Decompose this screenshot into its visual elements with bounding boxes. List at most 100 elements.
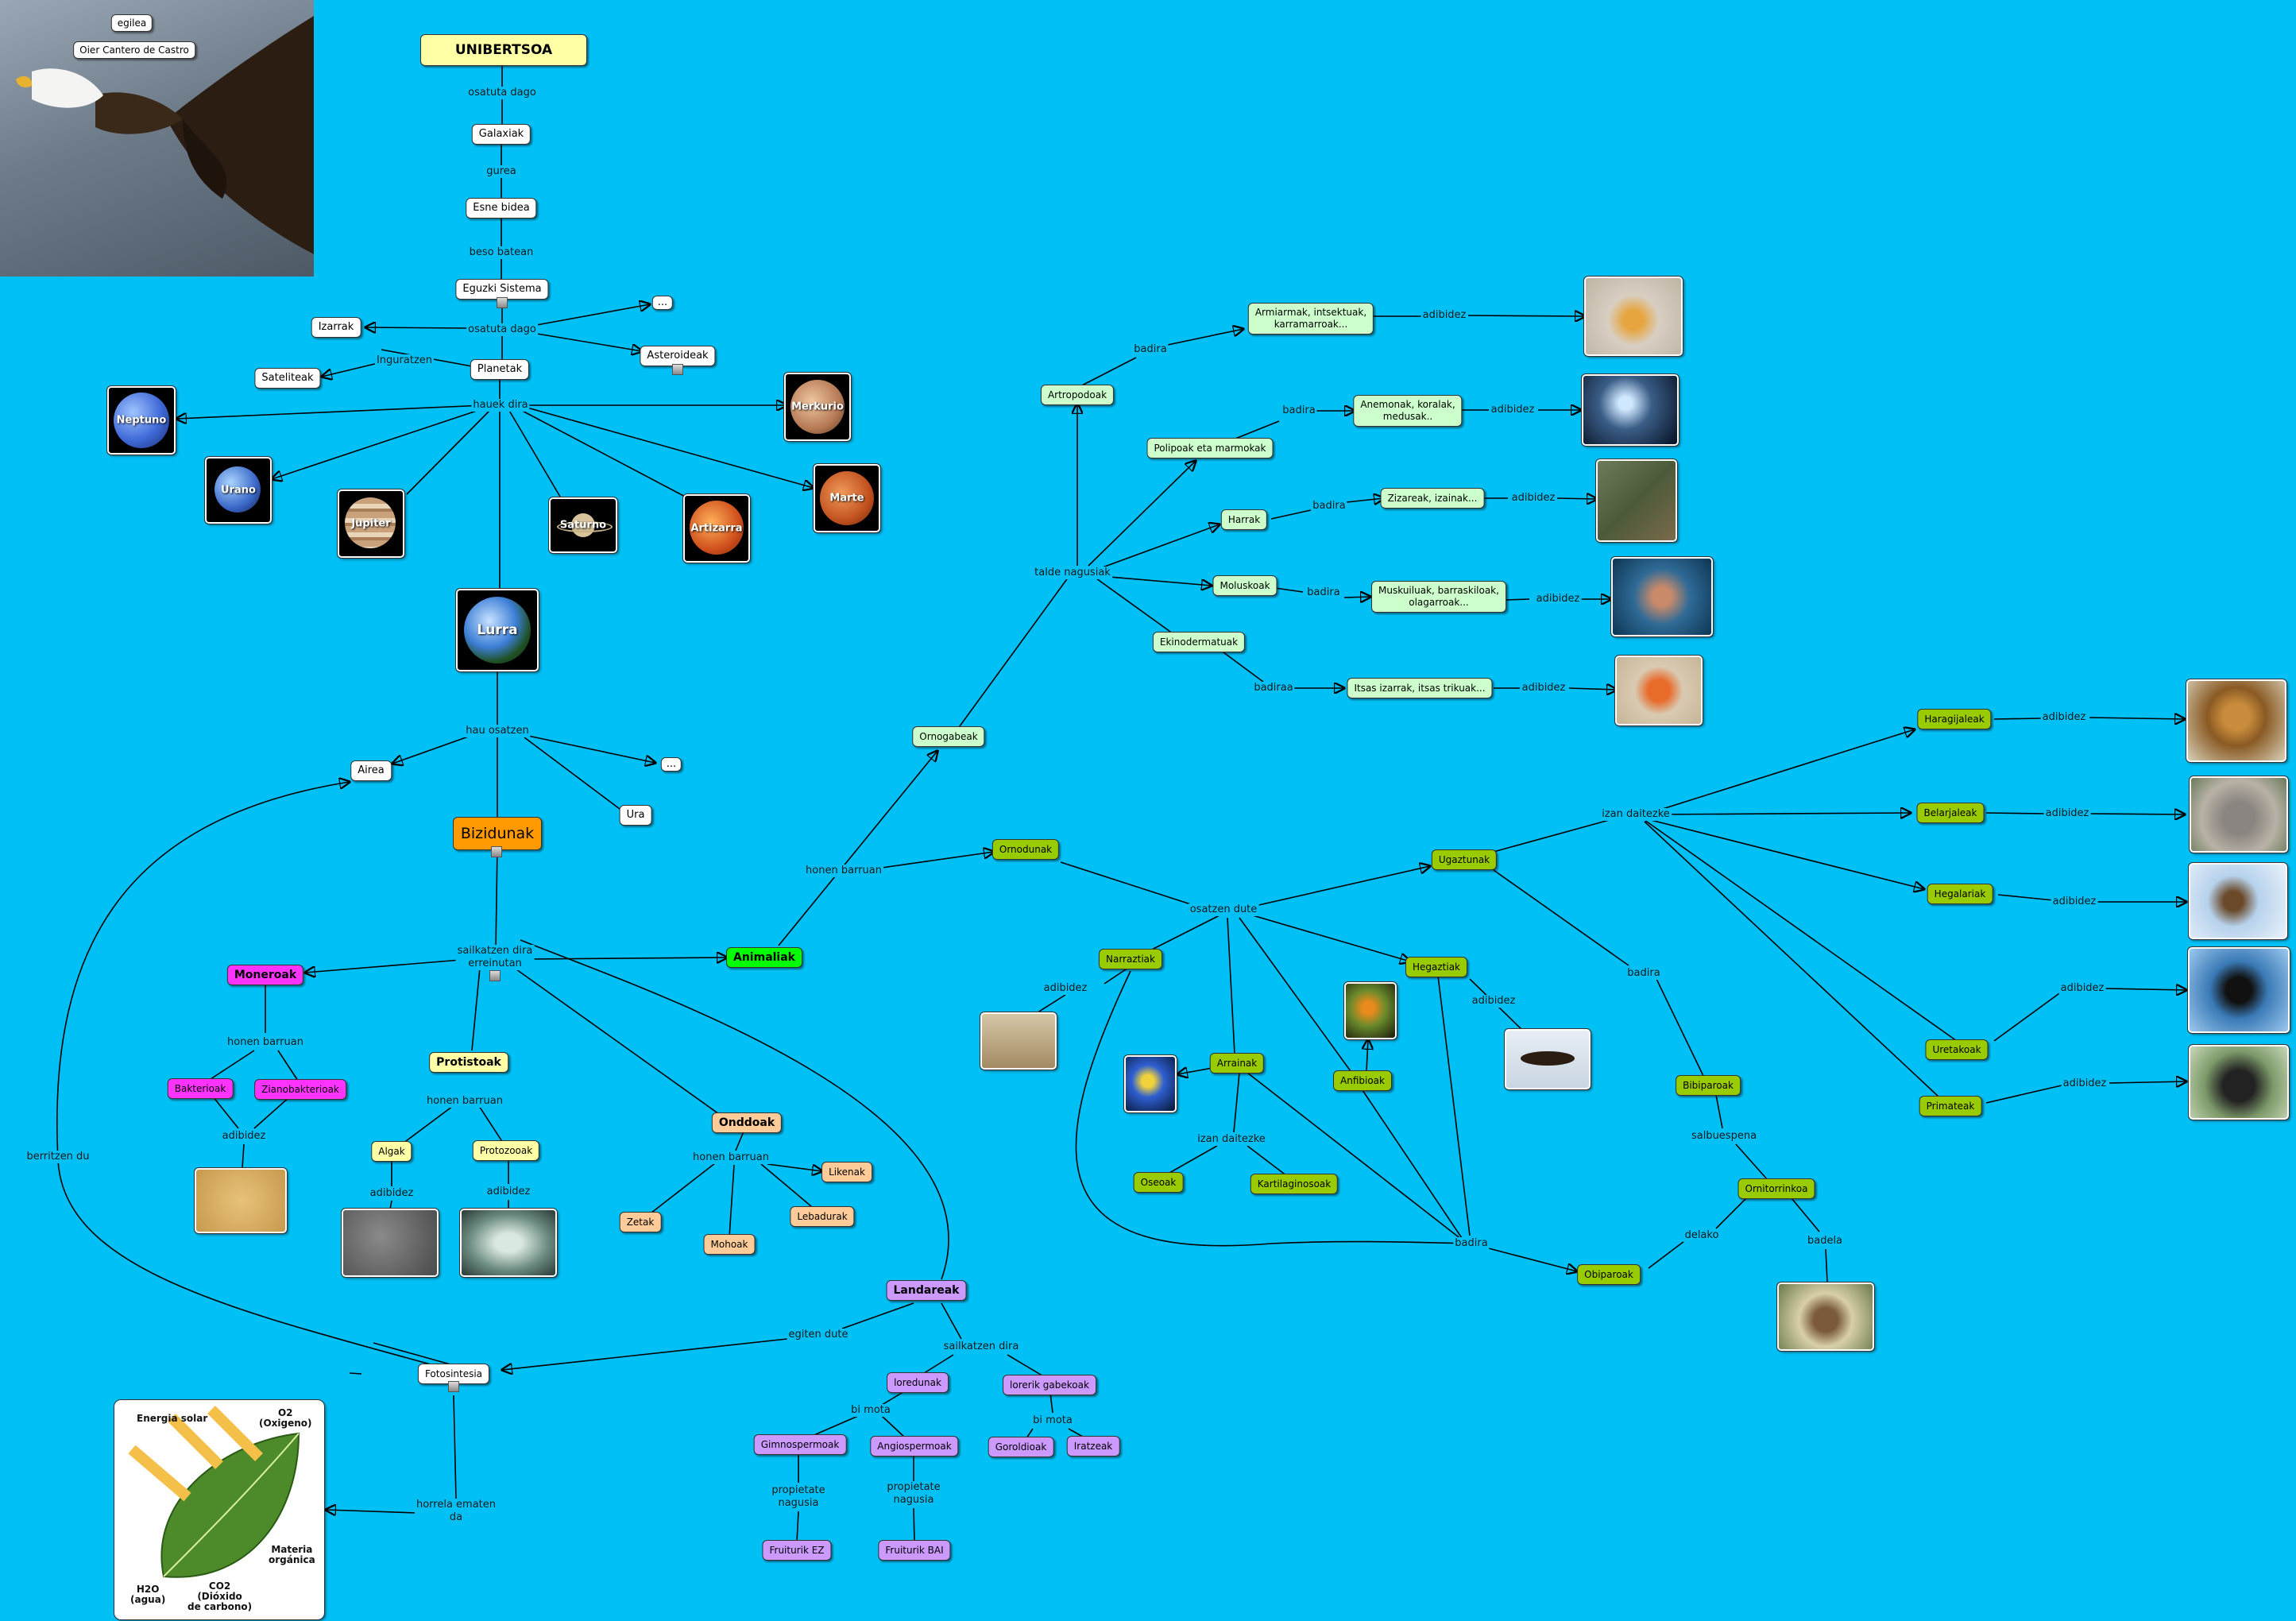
ekinodermatuak-node[interactable]: Ekinodermatuak (1152, 632, 1246, 652)
protozoa-photo[interactable] (459, 1208, 558, 1278)
esne-bidea-node[interactable]: Esne bidea (466, 198, 537, 219)
gimnospermoak-node[interactable]: Gimnospermoak (753, 1434, 847, 1455)
resource-icon[interactable] (672, 364, 683, 375)
lurra-picture[interactable]: Lurra (455, 588, 539, 672)
hegalariak-node[interactable]: Hegalariak (1927, 884, 1993, 904)
ugaztunak-node[interactable]: Ugaztunak (1431, 849, 1498, 870)
iratzeak-node[interactable]: Iratzeak (1066, 1436, 1120, 1457)
frog-photo[interactable] (1343, 981, 1397, 1040)
primateak-node[interactable]: Primateak (1919, 1096, 1982, 1116)
likenak-node[interactable]: Likenak (821, 1162, 872, 1182)
itsas-izarrak-node[interactable]: Itsas izarrak, itsas trikuak... (1347, 678, 1493, 698)
map-title-node[interactable]: UNIBERTSOA (420, 34, 587, 66)
connector-line (272, 407, 487, 479)
harrak-node[interactable]: Harrak (1220, 509, 1268, 530)
link-label: adibidez (368, 1187, 416, 1200)
ornitorrinkoa-node[interactable]: Ornitorrinkoa (1737, 1178, 1815, 1199)
urano-picture[interactable]: Urano (204, 456, 273, 524)
connector-line (1652, 729, 1915, 813)
bat-photo[interactable] (2188, 862, 2288, 940)
goroldioak-node[interactable]: Goroldioak (988, 1437, 1054, 1457)
polipoak-node[interactable]: Polipoak eta marmokak (1146, 438, 1274, 458)
izarrak-node[interactable]: Izarrak (311, 317, 361, 338)
platypus-photo[interactable] (1776, 1282, 1875, 1352)
resource-icon[interactable] (448, 1381, 459, 1392)
algae-photo[interactable] (341, 1208, 439, 1278)
connector-line (1104, 967, 1129, 985)
onddoak-node[interactable]: Onddoak (711, 1112, 783, 1133)
moluskoak-node[interactable]: Moluskoak (1212, 575, 1277, 596)
worm-photo[interactable] (1595, 458, 1678, 543)
angiospermoak-node[interactable]: Angiospermoak (870, 1436, 959, 1457)
bibiparoak-node[interactable]: Bibiparoak (1676, 1075, 1741, 1096)
hegaztiak-node[interactable]: Hegaztiak (1405, 957, 1468, 977)
muskuiluak-node[interactable]: Muskuiluak, barraskiloak, olagarroak... (1371, 581, 1506, 613)
octopus-photo[interactable] (1610, 556, 1714, 637)
fotosintesia-node[interactable]: Fotosintesia (417, 1364, 490, 1384)
uretakoak-node[interactable]: Uretakoak (1925, 1039, 1989, 1060)
rhino-photo[interactable] (2189, 776, 2289, 853)
lebadurak-node[interactable]: Lebadurak (790, 1206, 855, 1227)
fish-photo[interactable] (1123, 1054, 1177, 1113)
mohoak-node[interactable]: Mohoak (703, 1234, 756, 1255)
resource-icon[interactable] (497, 297, 508, 308)
merkurio-picture[interactable]: Merkurio (783, 372, 852, 442)
sateliteak-node[interactable]: Sateliteak (254, 368, 321, 389)
haragijaleak-node[interactable]: Haragijaleak (1917, 709, 1992, 729)
saturno-picture[interactable]: Saturno (548, 497, 618, 554)
moneroak-node[interactable]: Moneroak (226, 965, 304, 985)
dots-node[interactable]: ... (660, 757, 682, 772)
anfibioak-node[interactable]: Anfibioak (1333, 1070, 1392, 1091)
marte-picture[interactable]: Marte (813, 463, 881, 533)
bizidunak-node[interactable]: Bizidunak (453, 817, 542, 850)
neptuno-picture[interactable]: Neptuno (106, 385, 176, 455)
resource-icon[interactable] (491, 846, 502, 857)
connector-line (1644, 821, 1939, 1097)
connector-line (478, 1105, 505, 1146)
artropodoak-node[interactable]: Artropodoak (1040, 385, 1115, 405)
jupiter-picture[interactable]: Jupiter (337, 489, 405, 559)
anemonak-node[interactable]: Anemonak, koralak, medusak.. (1353, 395, 1463, 427)
fruiturik-bai-node[interactable]: Fruiturik BAI (878, 1540, 951, 1561)
zianobakterioak-node[interactable]: Zianobakterioak (254, 1079, 346, 1100)
orca-photo[interactable] (2187, 946, 2290, 1034)
dots-node[interactable]: ... (651, 296, 674, 310)
kartilaginosoak-node[interactable]: Kartilaginosoak (1250, 1174, 1339, 1194)
connector-line (1644, 819, 1958, 1042)
starfish-photo[interactable] (1614, 655, 1703, 726)
animaliak-node[interactable]: Animaliak (726, 947, 802, 968)
lion-photo[interactable] (2186, 679, 2287, 763)
ornogabeak-node[interactable]: Ornogabeak (912, 726, 985, 747)
lorerik-gabekoak-node[interactable]: lorerik gabekoak (1003, 1375, 1096, 1395)
link-label: honen barruan (691, 1151, 771, 1164)
bacteria-photo[interactable] (194, 1167, 288, 1234)
photosynthesis-figure[interactable]: Energia solar O2 (Oxigeno) Materia orgán… (114, 1399, 325, 1620)
airea-node[interactable]: Airea (350, 760, 392, 781)
galaxiak-node[interactable]: Galaxiak (471, 124, 531, 145)
algak-node[interactable]: Algak (371, 1141, 412, 1162)
loredunak-node[interactable]: loredunak (887, 1372, 949, 1393)
gorilla-photo[interactable] (2188, 1044, 2290, 1120)
narraztiak-node[interactable]: Narraztiak (1099, 949, 1162, 969)
ornodunak-node[interactable]: Ornodunak (991, 839, 1060, 860)
bakterioak-node[interactable]: Bakterioak (167, 1078, 234, 1099)
protozooak-node[interactable]: Protozooak (472, 1140, 540, 1161)
armiarmak-node[interactable]: Armiarmak, intsektuak, karramarroak... (1247, 303, 1374, 335)
crab-photo[interactable] (1583, 276, 1683, 357)
zetak-node[interactable]: Zetak (619, 1212, 662, 1232)
obiparoak-node[interactable]: Obiparoak (1577, 1264, 1641, 1285)
arrainak-node[interactable]: Arrainak (1209, 1053, 1265, 1074)
belarjaleak-node[interactable]: Belarjaleak (1916, 803, 1985, 823)
artizarra-picture[interactable]: Artizarra (682, 493, 751, 563)
ura-node[interactable]: Ura (619, 805, 652, 826)
eagle-small-photo[interactable] (1504, 1028, 1591, 1090)
cobra-photo[interactable] (980, 1012, 1057, 1070)
oseoak-node[interactable]: Oseoak (1133, 1172, 1184, 1193)
protistoak-node[interactable]: Protistoak (429, 1052, 508, 1073)
zizareak-node[interactable]: Zizareak, izainak... (1380, 488, 1485, 509)
jellyfish-photo[interactable] (1581, 373, 1679, 447)
fruiturik-ez-node[interactable]: Fruiturik EZ (762, 1540, 832, 1561)
resource-icon[interactable] (489, 970, 501, 981)
landareak-node[interactable]: Landareak (886, 1280, 967, 1301)
planetak-node[interactable]: Planetak (470, 359, 530, 380)
